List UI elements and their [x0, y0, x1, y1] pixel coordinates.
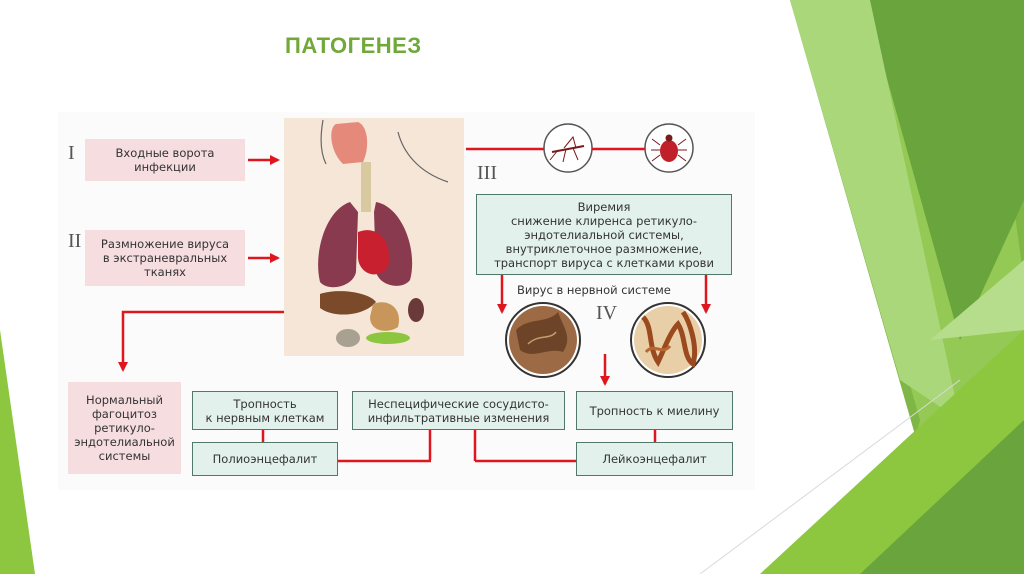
reproduction-box: Размножение вируса в экстраневральных тк…	[85, 230, 245, 286]
stage-i-label: I	[68, 142, 75, 164]
pathogenesis-diagram: I II III IV Входные ворота инфекции Разм…	[58, 112, 755, 490]
normal-phagocytosis-box: Нормальный фагоцитоз ретикуло- эндотелиа…	[68, 382, 181, 474]
tick-icon	[644, 123, 694, 173]
nonspecific-changes-box: Неспецифические сосудисто- инфильтративн…	[352, 391, 565, 430]
tropism-nerve-cells-box: Тропность к нервным клеткам	[192, 391, 338, 430]
diagram-connectors	[118, 118, 711, 463]
slide-title: ПАТОГЕНЕЗ	[285, 33, 422, 58]
viremia-box: Виремия снижение клиренса ретикуло- эндо…	[476, 194, 732, 275]
anatomy-illustration	[284, 118, 464, 356]
mosquito-icon	[543, 123, 593, 173]
stage-ii-label: II	[68, 230, 82, 252]
stage-iii-label: III	[477, 162, 497, 184]
brain-tissue-icon	[505, 302, 581, 378]
virus-in-nervous-system-label: Вирус в нервной системе	[517, 283, 671, 297]
tropism-myelin-box: Тропность к миелину	[576, 391, 733, 430]
polioencephalitis-box: Полиоэнцефалит	[192, 442, 338, 476]
myelin-tissue-icon	[630, 302, 706, 378]
entry-gate-box: Входные ворота инфекции	[85, 139, 245, 181]
leukoencephalitis-box: Лейкоэнцефалит	[576, 442, 733, 476]
stage-iv-label: IV	[596, 302, 618, 324]
